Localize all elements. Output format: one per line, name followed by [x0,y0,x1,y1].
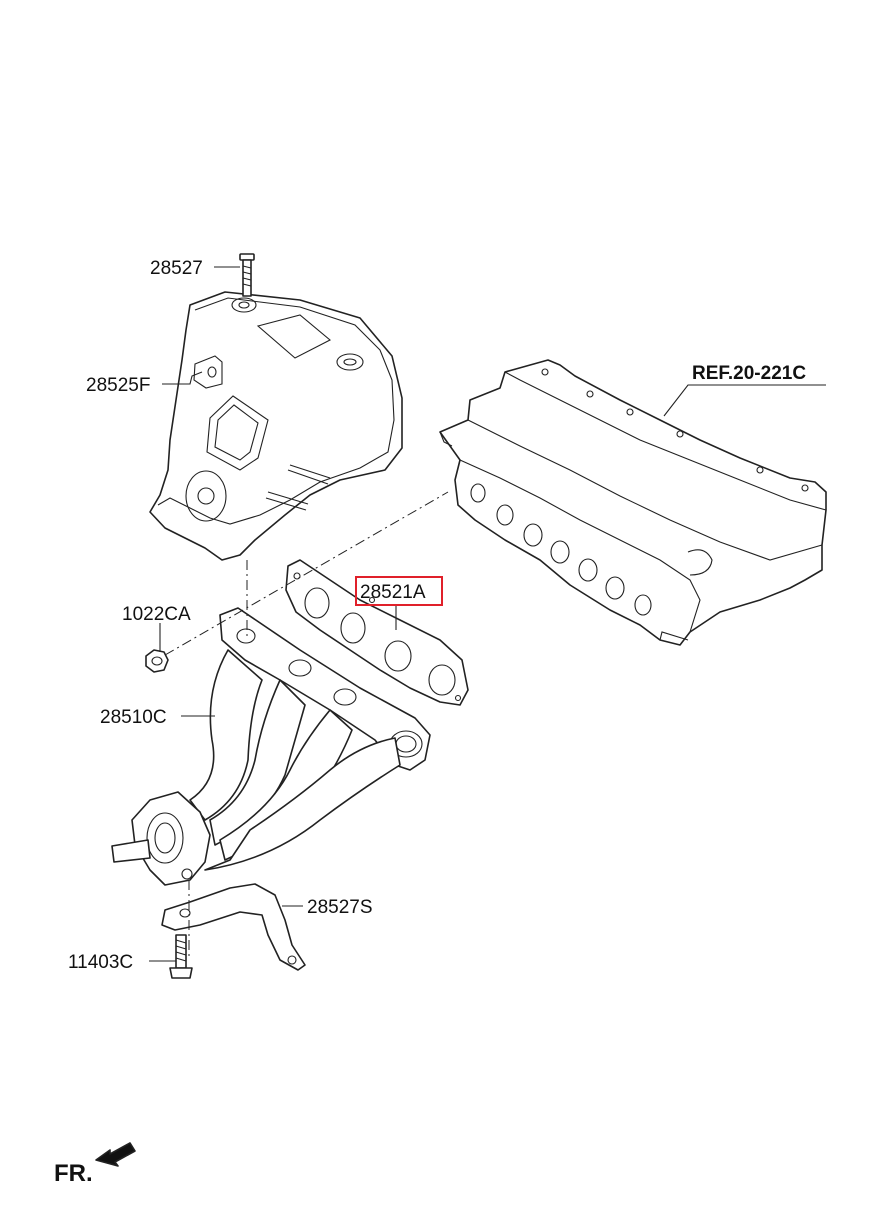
cylinder-head [439,359,827,646]
bolt-11403c [169,934,193,979]
part-labels: 28527 28525F 1022CA 28521A 28510C 28527S… [54,258,806,1187]
label-ref-cylinder-head[interactable]: REF.20-221C [692,363,806,384]
heat-shield [149,291,403,561]
label-28525f[interactable]: 28525F [86,375,150,396]
nut-1022ca [145,649,169,673]
alignment-lines [164,491,449,960]
manifold-gasket [285,559,469,706]
label-28521a-highlight [355,576,443,606]
label-28510c[interactable]: 28510C [100,707,167,728]
label-front: FR. [54,1160,93,1187]
label-28527[interactable]: 28527 [150,258,203,279]
leader-lines [149,266,826,962]
label-11403c[interactable]: 11403C [68,952,133,973]
exhaust-manifold [111,607,431,886]
bolt-28527 [239,253,255,297]
bracket-28527s [161,883,306,971]
label-28527s[interactable]: 28527S [307,897,373,918]
label-1022ca[interactable]: 1022CA [122,604,191,625]
label-28521a[interactable]: 28521A [360,582,426,603]
front-arrow-icon [95,1142,136,1167]
